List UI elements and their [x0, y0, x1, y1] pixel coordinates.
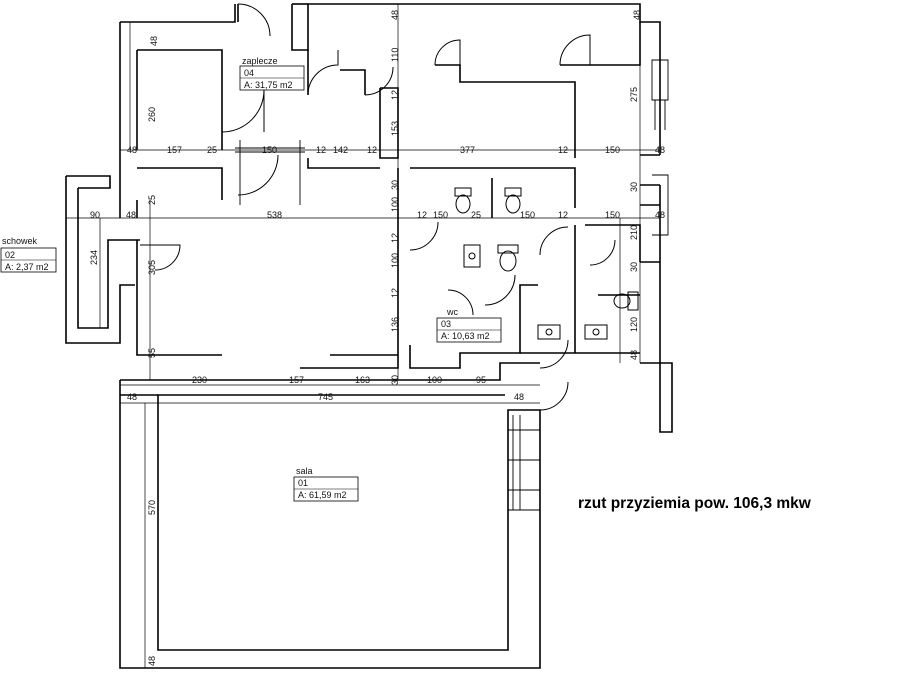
dim-570: 570 [147, 500, 157, 515]
dim-95: 95 [476, 375, 486, 385]
dim-100-b: 100 [390, 253, 400, 268]
dim-30-c: 30 [629, 262, 639, 272]
dim-157-b: 157 [289, 375, 304, 385]
toilet-icon-4 [613, 291, 639, 311]
dim-12-g: 12 [390, 233, 400, 243]
room-area: A: 2,37 m2 [5, 262, 49, 272]
toilet-icon-2 [504, 187, 522, 214]
dim-275: 275 [629, 87, 639, 102]
dim-150-c: 150 [433, 210, 448, 220]
dim-12-h: 12 [390, 288, 400, 298]
toilet-icon-3 [497, 244, 519, 272]
dim-305: 305 [147, 260, 157, 275]
dim-234: 234 [89, 250, 99, 265]
walls [65, 3, 673, 669]
sink-icon-3 [584, 324, 608, 340]
dim-25-c: 25 [471, 210, 481, 220]
dim-25-b: 25 [147, 195, 157, 205]
dim-110: 110 [390, 48, 400, 62]
dim-120: 120 [629, 317, 639, 332]
dim-48-r1: 48 [127, 145, 137, 155]
room-area: A: 61,59 m2 [298, 490, 347, 500]
dim-260: 260 [147, 107, 157, 122]
door-swings [140, 3, 616, 411]
dim-163: 163 [355, 375, 370, 385]
dim-12-c: 12 [367, 145, 377, 155]
dim-48-r2: 48 [655, 145, 665, 155]
dim-48-r7: 48 [514, 392, 524, 402]
dim-150-a: 150 [262, 145, 277, 155]
dim-157-a: 157 [167, 145, 182, 155]
dim-142: 142 [333, 145, 348, 155]
room-number: 04 [244, 68, 254, 78]
dim-25-a: 25 [207, 145, 217, 155]
dim-377: 377 [460, 145, 475, 155]
dim-12-b: 12 [316, 145, 326, 155]
plan-caption: rzut przyziemia pow. 106,3 mkw [578, 495, 811, 512]
dim-150-b: 150 [605, 145, 620, 155]
dim-48-r5: 48 [629, 350, 639, 360]
room-number: 01 [298, 478, 308, 488]
room-name: schowek [2, 236, 38, 246]
room-number: 02 [5, 250, 15, 260]
room-area: A: 31,75 m2 [244, 80, 293, 90]
dim-210: 210 [629, 225, 639, 240]
sink-icon-2 [537, 324, 561, 340]
room-name: wc [446, 307, 458, 317]
dim-153: 153 [390, 121, 400, 136]
dim-12-e: 12 [417, 210, 427, 220]
dim-100-c: 100 [427, 375, 442, 385]
dim-48-top-left: 48 [149, 36, 159, 46]
dim-30-d: 30 [390, 375, 400, 385]
room-name: sala [296, 466, 313, 476]
dim-48-bottom: 48 [147, 656, 157, 666]
window-marks [235, 59, 669, 510]
dim-48-top-mid: 48 [390, 10, 400, 20]
dim-230: 230 [192, 375, 207, 385]
dim-12-a: 12 [390, 90, 400, 100]
dim-48-r4: 48 [655, 210, 665, 220]
dim-12-d: 12 [558, 145, 568, 155]
dim-12-f: 12 [558, 210, 568, 220]
dim-150-d: 150 [520, 210, 535, 220]
dim-48-top-right: 48 [632, 10, 642, 20]
dim-48-r6: 48 [127, 392, 137, 402]
room-area: A: 10,63 m2 [441, 331, 490, 341]
dimension-lines [66, 4, 660, 668]
dim-55: 55 [147, 348, 157, 358]
dim-745: 745 [318, 392, 333, 402]
room-name: zaplecze [242, 56, 278, 66]
sanitary-fixtures [454, 187, 639, 340]
room-label-zaplecze: zaplecze 04 A: 31,75 m2 [239, 56, 305, 91]
dim-100-a: 100 [390, 197, 400, 212]
dim-48-r3: 48 [126, 210, 136, 220]
dim-538: 538 [267, 210, 282, 220]
toilet-icon-1 [454, 187, 472, 214]
room-label-wc: wc 03 A: 10,63 m2 [436, 307, 502, 343]
room-label-schowek: schowek 02 A: 2,37 m2 [0, 236, 57, 273]
dimension-labels: 48 48 48 260 110 12 153 275 48 157 25 15… [89, 10, 665, 666]
dim-150-e: 150 [605, 210, 620, 220]
sink-icon-1 [463, 244, 481, 268]
dim-30-a: 30 [390, 180, 400, 190]
dim-90: 90 [90, 210, 100, 220]
room-label-sala: sala 01 A: 61,59 m2 [293, 466, 359, 502]
dim-30-b: 30 [629, 182, 639, 192]
dim-136: 136 [390, 317, 400, 332]
room-number: 03 [441, 319, 451, 329]
